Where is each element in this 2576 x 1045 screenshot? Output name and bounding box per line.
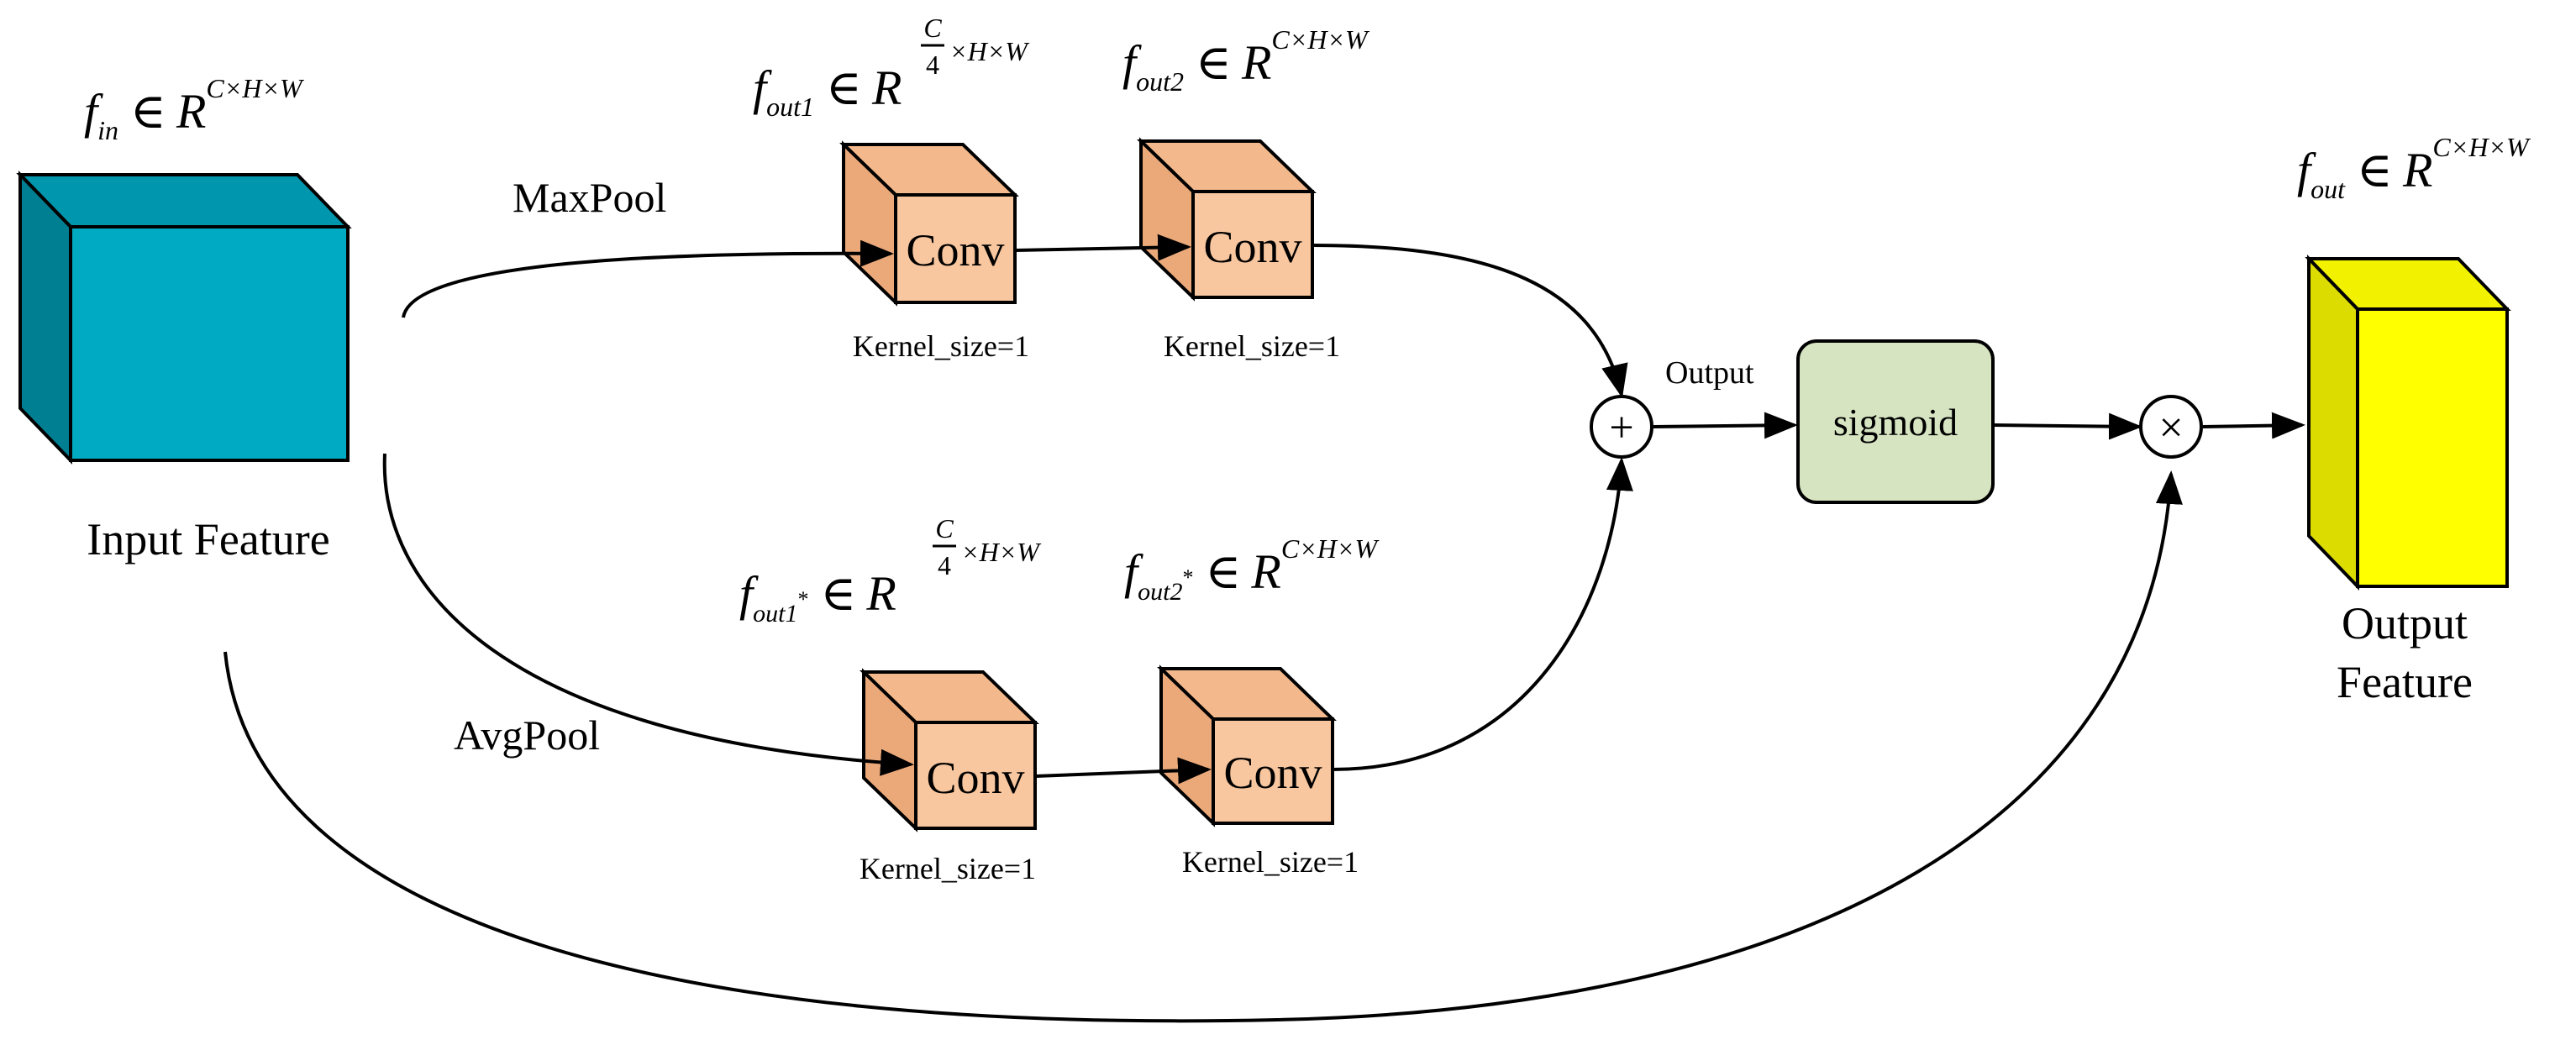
input-feature-side — [18, 171, 72, 465]
output-feature-label-line2: Feature — [2337, 657, 2473, 707]
conv-top-1-label: Conv — [906, 225, 1004, 276]
conv-top-2-label: Conv — [1203, 222, 1301, 272]
svg-text:×H×W: ×H×W — [961, 537, 1042, 567]
conv-bottom-1-label: Conv — [926, 753, 1024, 803]
edge-conv-bottom-2-to-add — [1332, 457, 1633, 771]
edge-add-to-sigmoid — [1653, 412, 1798, 439]
output-feature-side — [2307, 255, 2359, 591]
edge-conv-bottom-1-to-conv-bottom-2 — [1034, 757, 1212, 785]
svg-text:fout1∈R: fout1∈R — [753, 60, 902, 122]
multiply-symbol: × — [2158, 404, 2183, 452]
add-operator: + — [1590, 395, 1653, 459]
conv-top-2-kernel-label: Kernel_size=1 — [1164, 329, 1340, 363]
formula-f-out: fout∈RC×H×W — [2297, 132, 2531, 204]
conv-top-1-front — [894, 193, 1017, 304]
add-symbol: + — [1609, 404, 1633, 452]
conv-top-2-front — [1191, 190, 1314, 299]
avgpool-label: AvgPool — [454, 712, 600, 759]
formula-f-out2: fout2∈RC×H×W — [1122, 24, 1370, 97]
conv-cube-top-2: Conv — [1137, 137, 1317, 302]
formula-f-out1: fout1∈R C 4 ×H×W — [753, 13, 1030, 122]
formula-f-in: fin∈RC×H×W — [84, 73, 305, 145]
input-feature-label: Input Feature — [87, 514, 329, 565]
sigmoid-box-rect — [1796, 339, 1995, 504]
input-feature-top — [16, 173, 352, 228]
input-feature-cube — [16, 171, 352, 465]
sigmoid-label: sigmoid — [1833, 401, 1958, 444]
conv-top-1-kernel-label: Kernel_size=1 — [853, 329, 1029, 363]
svg-text:4: 4 — [926, 50, 939, 80]
edge-input-to-maxpool-conv — [402, 239, 894, 318]
formula-f-out1-star: fout1*∈R C 4 ×H×W — [739, 513, 1042, 628]
conv-bottom-1-kernel-label: Kernel_size=1 — [860, 852, 1036, 885]
multiply-operator: × — [2139, 395, 2203, 459]
edge-skip-input-to-multiply — [223, 470, 2183, 1023]
conv-cube-bottom-1: Conv — [860, 668, 1039, 832]
output-feature-front — [2356, 307, 2509, 588]
maxpool-label: MaxPool — [513, 174, 666, 221]
conv-cube-bottom-2: Conv — [1157, 664, 1337, 827]
edge-multiply-to-output — [2202, 412, 2305, 439]
edge-conv-top-2-to-add — [1312, 244, 1628, 398]
edge-conv-top-1-to-conv-top-2 — [1014, 234, 1191, 261]
svg-text:fout1*∈R: fout1*∈R — [739, 566, 896, 628]
edge-input-to-avgpool-conv — [382, 453, 914, 776]
formula-f-out2-star: fout2*∈RC×H×W — [1124, 533, 1380, 606]
conv-bottom-1-front — [914, 721, 1037, 830]
conv-bottom-2-kernel-label: Kernel_size=1 — [1182, 845, 1359, 879]
conv-bottom-2-label: Conv — [1223, 748, 1322, 798]
output-edge-label: Output — [1665, 355, 1754, 391]
svg-text:C: C — [935, 513, 954, 544]
svg-text:×H×W: ×H×W — [949, 36, 1030, 66]
conv-cube-top-1: Conv — [839, 140, 1019, 307]
svg-text:4: 4 — [938, 550, 951, 580]
output-feature-cube — [2305, 255, 2511, 591]
edge-sigmoid-to-multiply — [1992, 412, 2142, 440]
output-feature-label-line1: Output — [2342, 598, 2468, 649]
input-feature-front — [69, 225, 350, 462]
sigmoid-box: sigmoid — [1796, 339, 1995, 504]
svg-text:C: C — [923, 13, 942, 43]
